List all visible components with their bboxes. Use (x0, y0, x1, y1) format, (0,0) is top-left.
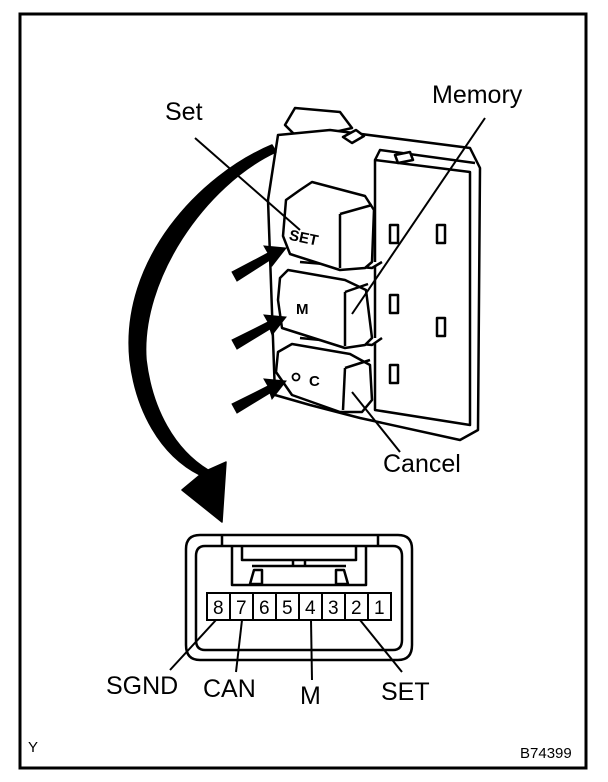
pin-3: 3 (328, 598, 339, 619)
cancel-led-indicator (291, 372, 301, 382)
memory-button-label: M (296, 301, 309, 318)
corner-code: Y (28, 739, 38, 756)
can-pin-label: CAN (203, 675, 256, 703)
figure-frame (18, 12, 588, 770)
cancel-button-label: C (309, 373, 320, 390)
sgnd-leader-line (169, 619, 217, 671)
pin-2: 2 (351, 598, 362, 619)
cancel-callout-label: Cancel (383, 450, 461, 478)
pin-8: 8 (213, 598, 224, 619)
pin-1: 1 (374, 598, 385, 619)
press-arrow-cancel (231, 378, 287, 414)
connector-pointer-arrow (128, 144, 277, 523)
cancel-leader-line (351, 391, 401, 453)
set-callout-label: Set (165, 98, 203, 126)
can-leader-line (235, 619, 243, 673)
pin-6: 6 (259, 598, 270, 619)
pin-7: 7 (236, 598, 247, 619)
press-arrow-memory (231, 314, 287, 350)
callout-leaders (194, 117, 486, 453)
sgnd-pin-label: SGND (106, 672, 178, 700)
memory-leader-line (351, 117, 486, 315)
set-pin-leader-line (359, 619, 403, 673)
memory-callout-label: Memory (432, 81, 523, 109)
pin-5: 5 (282, 598, 293, 619)
pin-leaders (169, 619, 403, 681)
press-arrow-set (231, 245, 287, 282)
set-button-label: SET (288, 227, 320, 250)
m-leader-line (310, 619, 313, 681)
memory-button (276, 268, 374, 350)
pin-4: 4 (305, 598, 316, 619)
m-pin-label: M (300, 682, 321, 710)
set-button (281, 180, 376, 272)
connector-pin-row (206, 592, 392, 621)
set-pin-label: SET (381, 678, 430, 706)
figure-id: B74399 (520, 745, 572, 762)
set-leader-line (194, 137, 301, 231)
press-arrows (231, 245, 287, 414)
